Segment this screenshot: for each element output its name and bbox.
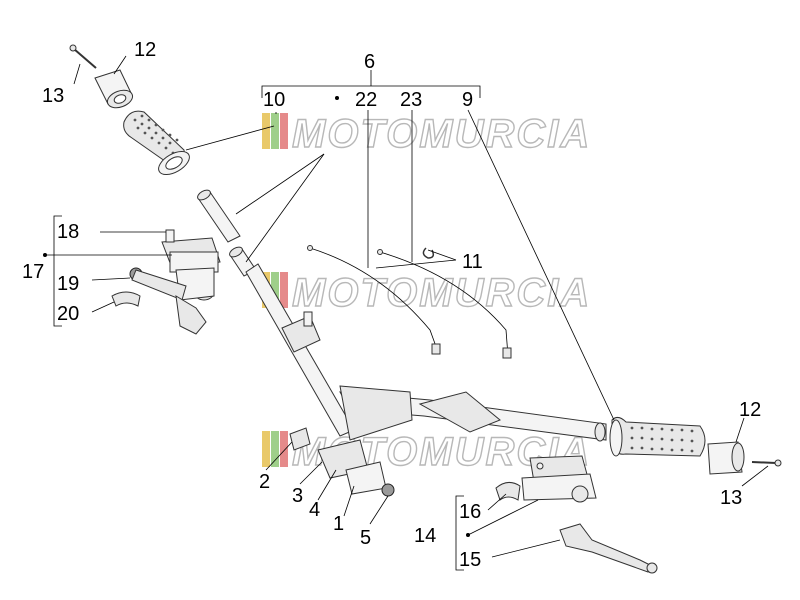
right-master-cylinder: [521, 455, 597, 503]
watermark-2: MOTOMURCIA: [262, 270, 591, 316]
throttle-cables: [307, 245, 512, 359]
callout-3: 3: [292, 485, 303, 507]
left-brake-lever: [129, 267, 207, 335]
right-clamp: [495, 482, 521, 501]
callout-9: 9: [462, 89, 473, 111]
watermark-1: MOTOMURCIA: [262, 111, 591, 157]
callout-5: 5: [360, 527, 371, 549]
callout-1: 1: [333, 513, 344, 535]
callout-numbers: 6 10 22 23 9 12 13 18 17 19 20 11 12 13 …: [22, 39, 761, 571]
right-end-screw: [751, 459, 782, 467]
callout-10: 10: [263, 89, 285, 111]
callout-13-right: 13: [720, 487, 742, 509]
callout-2: 2: [259, 471, 270, 493]
callout-20: 20: [57, 303, 79, 325]
lower-bracket: [289, 427, 395, 497]
callout-19: 19: [57, 273, 79, 295]
callout-23: 23: [400, 89, 422, 111]
callout-13-left: 13: [42, 85, 64, 107]
callout-17: 17: [22, 261, 44, 283]
leader-lines: [43, 55, 769, 571]
svg-text:MOTOMURCIA: MOTOMURCIA: [292, 271, 591, 315]
callout-12-left: 12: [134, 39, 156, 61]
left-switch-bracket: [281, 311, 321, 353]
left-master-cylinder: [161, 229, 221, 301]
callout-6: 6: [364, 51, 375, 73]
callout-14: 14: [414, 525, 436, 547]
callout-18: 18: [57, 221, 79, 243]
left-end-screw: [69, 44, 97, 69]
cable-clip: [422, 247, 435, 259]
right-bar-end-weight: [707, 441, 745, 475]
callout-22: 22: [355, 89, 377, 111]
left-bar-end-weight: [94, 69, 134, 109]
callout-4: 4: [309, 499, 320, 521]
handlebar-tube: [245, 263, 607, 442]
callout-16: 16: [459, 501, 481, 523]
callout-11: 11: [462, 251, 483, 273]
right-brake-lever: [559, 523, 658, 574]
callout-15: 15: [459, 549, 481, 571]
left-clamp: [111, 291, 141, 307]
right-grip: [609, 416, 706, 457]
callout-12-right: 12: [739, 399, 761, 421]
left-grip: [123, 110, 190, 176]
svg-text:MOTOMURCIA: MOTOMURCIA: [292, 112, 591, 156]
